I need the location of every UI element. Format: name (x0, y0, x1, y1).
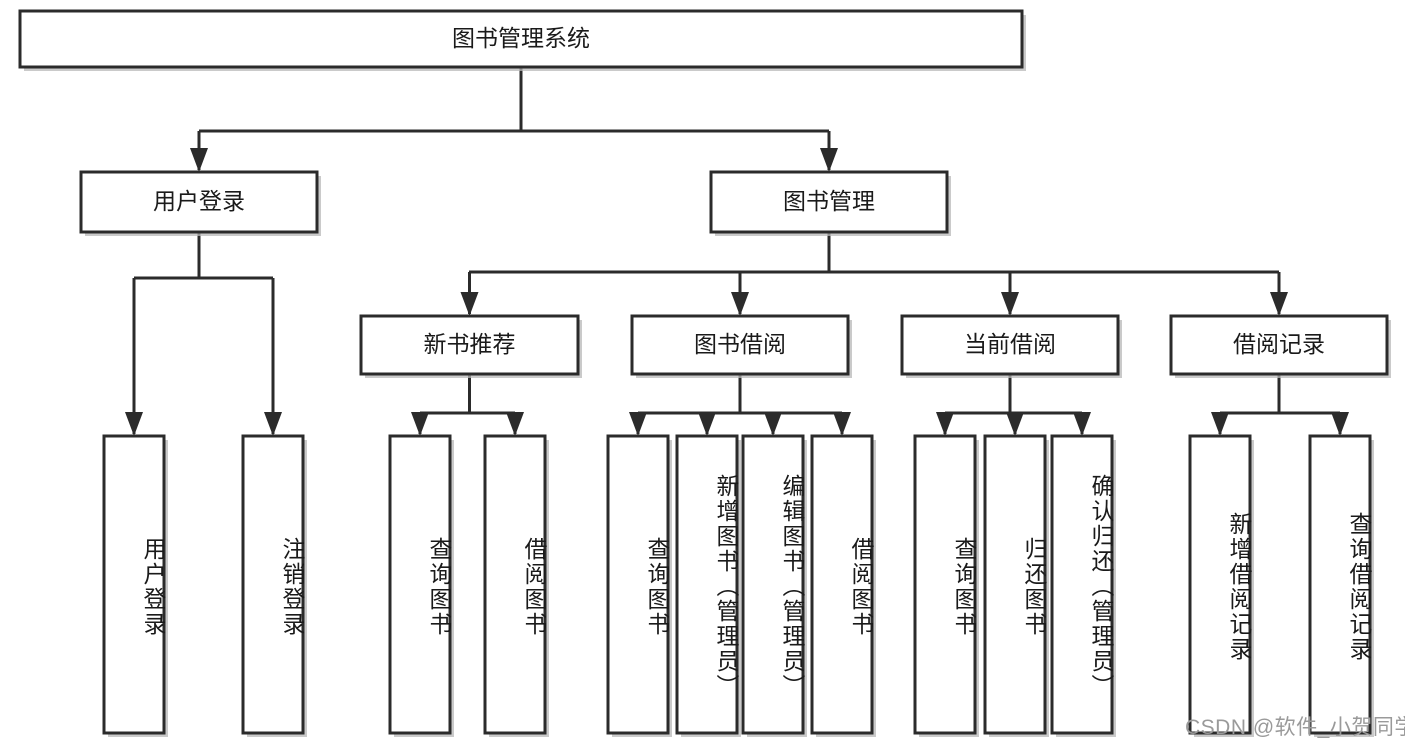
level3-node-0[interactable] (359, 314, 580, 376)
book-branch-arrow-3 (1270, 292, 1288, 316)
leaf-node-3[interactable] (483, 434, 547, 735)
root-branch-arrow-0 (190, 148, 208, 172)
leaf-node-9[interactable] (983, 434, 1047, 735)
book-branch-arrow-1 (731, 292, 749, 316)
level3-node-3[interactable] (1169, 314, 1389, 376)
book-branch-arrow-2 (1001, 292, 1019, 316)
level3-node-2-label: 当前借阅 (964, 331, 1056, 357)
group-leaf-arrow-3-1 (1331, 412, 1349, 436)
leaf-node-11[interactable] (1188, 434, 1252, 735)
root-branch-arrow-1 (820, 148, 838, 172)
leaf-node-2[interactable] (388, 434, 452, 735)
group-leaf-arrow-1-1 (698, 412, 716, 436)
group-leaf-arrow-0-0 (411, 412, 429, 436)
leaf-node-7[interactable] (810, 434, 874, 735)
level3-node-3-label: 借阅记录 (1233, 331, 1325, 357)
group-leaf-arrow-2-1 (1006, 412, 1024, 436)
group-leaf-arrow-1-3 (833, 412, 851, 436)
group-leaf-arrow-3-0 (1211, 412, 1229, 436)
group-leaf-arrow-1-2 (764, 412, 782, 436)
root-node-book-management-system[interactable] (18, 9, 1024, 69)
leaf-node-12[interactable] (1308, 434, 1372, 735)
leaf-node-5[interactable] (675, 434, 739, 735)
leaf-node-0[interactable] (102, 434, 166, 735)
box-layer (18, 9, 1391, 737)
level3-node-2[interactable] (900, 314, 1120, 376)
leaf-node-4[interactable] (606, 434, 670, 735)
leaf-node-1[interactable] (241, 434, 305, 735)
level2-node-0[interactable] (79, 170, 319, 234)
level2-node-0-label: 用户登录 (153, 188, 245, 214)
level2-node-1[interactable] (709, 170, 949, 234)
level3-node-1[interactable] (630, 314, 850, 376)
root-node-book-management-system-label: 图书管理系统 (452, 25, 590, 51)
group-leaf-arrow-2-2 (1073, 412, 1091, 436)
level3-node-1-label: 图书借阅 (694, 331, 786, 357)
group-leaf-arrow-1-0 (629, 412, 647, 436)
user-leaf-arrow-0 (125, 412, 143, 436)
connector-layer (125, 67, 1349, 436)
user-leaf-arrow-1 (264, 412, 282, 436)
level3-node-0-label: 新书推荐 (424, 331, 516, 357)
group-leaf-arrow-2-0 (936, 412, 954, 436)
leaf-node-6[interactable] (741, 434, 805, 735)
csdn-watermark: CSDN @软件_小贺同学 (1185, 716, 1405, 739)
leaf-node-8[interactable] (913, 434, 977, 735)
book-branch-arrow-0 (460, 292, 479, 316)
leaf-node-10[interactable] (1050, 434, 1114, 735)
group-leaf-arrow-0-1 (506, 412, 524, 436)
level2-node-1-label: 图书管理 (783, 188, 875, 214)
